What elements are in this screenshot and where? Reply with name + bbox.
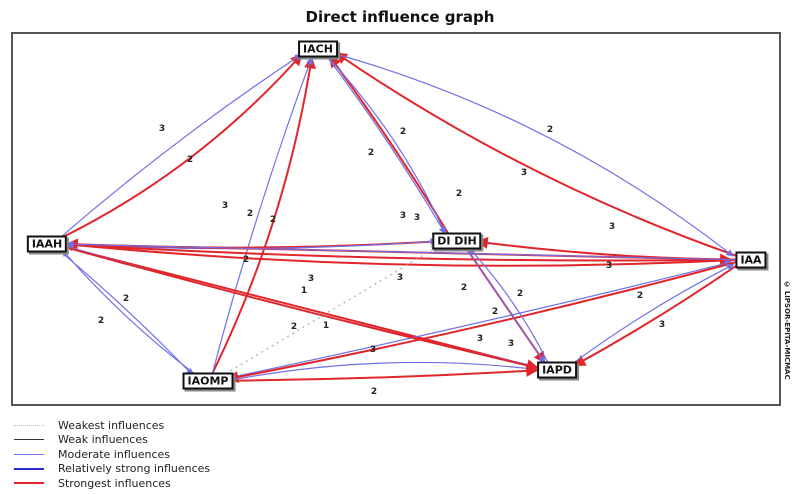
edge-iach-to-didih [325, 55, 446, 235]
edge-weight-label: 2 [98, 316, 104, 326]
edge-weight-label: 2 [492, 307, 498, 317]
edge-iaa-to-iaah [66, 240, 738, 261]
edge-iaa-to-iapd [573, 263, 740, 367]
legend-line-swatch [14, 467, 44, 470]
edge-didih-to-iapd [465, 246, 546, 364]
edge-weight-label: 2 [270, 215, 276, 225]
edge-weight-label: 2 [547, 125, 553, 135]
edge-iaah-to-iaomp [57, 248, 194, 376]
graph-edges [57, 51, 740, 384]
edge-iaomp-to-iach [211, 56, 316, 374]
node-iaa[interactable]: IAA [735, 251, 767, 269]
legend-label: Weak influences [58, 433, 148, 447]
legend-label: Relatively strong influences [58, 462, 211, 476]
edge-iapd-to-didih [468, 247, 549, 364]
edge-iapd-to-iaah [65, 244, 544, 369]
edge-weight-label: 2 [461, 283, 467, 293]
edge-weight-label: 2 [368, 148, 374, 158]
graph-frame [11, 32, 781, 406]
legend-label: Moderate influences [58, 447, 171, 461]
legend-item-strongest: Strongest influences [14, 476, 210, 491]
edge-iaah-to-iapd [60, 244, 539, 372]
legend-item-weak: Weak influences [14, 433, 210, 448]
edge-iach-to-didih [325, 55, 446, 235]
edge-iaa-to-iach [334, 52, 739, 258]
legend-line-swatch [14, 453, 44, 455]
edge-weight-label: 3 [397, 273, 403, 283]
edge-iaah-to-iach [57, 53, 303, 240]
legend-label: Strongest influences [58, 476, 171, 490]
edge-weight-label: 3 [222, 201, 228, 211]
copyright-text: © LIPSOR-EPITA-MICMAC [783, 280, 791, 380]
edge-iaah-to-iapd [60, 244, 539, 371]
legend-line-swatch [14, 482, 44, 485]
edge-weight-label: 3 [370, 345, 376, 355]
edge-iapd-to-iaomp [227, 361, 544, 384]
edge-iaah-to-iach [57, 53, 303, 241]
edge-weight-label: 2 [123, 294, 129, 304]
edge-iaomp-to-iaa [221, 260, 733, 380]
edge-iaah-to-iaa [60, 243, 733, 266]
edge-weight-label: 2 [291, 322, 297, 332]
edge-iach-to-iaa [330, 51, 734, 257]
edge-weight-label: 1 [301, 286, 307, 296]
edge-weight-label: 1 [323, 321, 329, 331]
edge-weight-label: 3 [606, 261, 612, 271]
edge-weight-label: 2 [247, 209, 253, 219]
edge-weight-label: 2 [517, 289, 523, 299]
edge-weight-label: 2 [187, 155, 193, 165]
edge-weight-label: 2 [371, 387, 377, 397]
edge-weight-label: 3 [477, 334, 483, 344]
edge-iaomp-to-didih [219, 244, 441, 378]
legend-line-swatch [14, 439, 44, 441]
edge-iaa-to-iaomp [226, 260, 738, 383]
edge-weight-label: 2 [637, 291, 643, 301]
node-iaomp[interactable]: IAOMP [182, 372, 234, 390]
edge-iaomp-to-iapd [221, 364, 539, 382]
edge-weight-label: 3 [159, 124, 165, 134]
edge-weight-label: 3 [400, 211, 406, 221]
legend-line-swatch [14, 424, 44, 426]
node-iapd[interactable]: IAPD [537, 361, 577, 379]
legend-item-moderate: Moderate influences [14, 447, 210, 462]
edge-weight-label: 3 [609, 222, 615, 232]
node-iach[interactable]: IACH [298, 40, 338, 58]
edge-weight-label: 2 [400, 127, 406, 137]
graph-title: Direct influence graph [305, 8, 495, 26]
edge-weight-label: 2 [243, 255, 249, 265]
edge-weight-label: 3 [659, 320, 665, 330]
legend-label: Weakest influences [58, 418, 165, 432]
node-didih[interactable]: DI DIH [432, 232, 482, 250]
edge-iapd-to-iaa [568, 263, 735, 367]
edge-weight-label: 3 [521, 168, 527, 178]
edge-weight-label: 3 [508, 339, 514, 349]
edge-weight-label: 3 [308, 274, 314, 284]
edge-iaa-to-iaah [65, 239, 738, 267]
edge-weight-label: 2 [456, 189, 462, 199]
edge-weight-label: 3 [414, 213, 420, 223]
node-iaah[interactable]: IAAH [26, 235, 68, 253]
legend-item-weakest: Weakest influences [14, 418, 210, 433]
edge-iaomp-to-iach [211, 56, 313, 374]
legend-item-relatively-strong: Relatively strong influences [14, 462, 210, 477]
